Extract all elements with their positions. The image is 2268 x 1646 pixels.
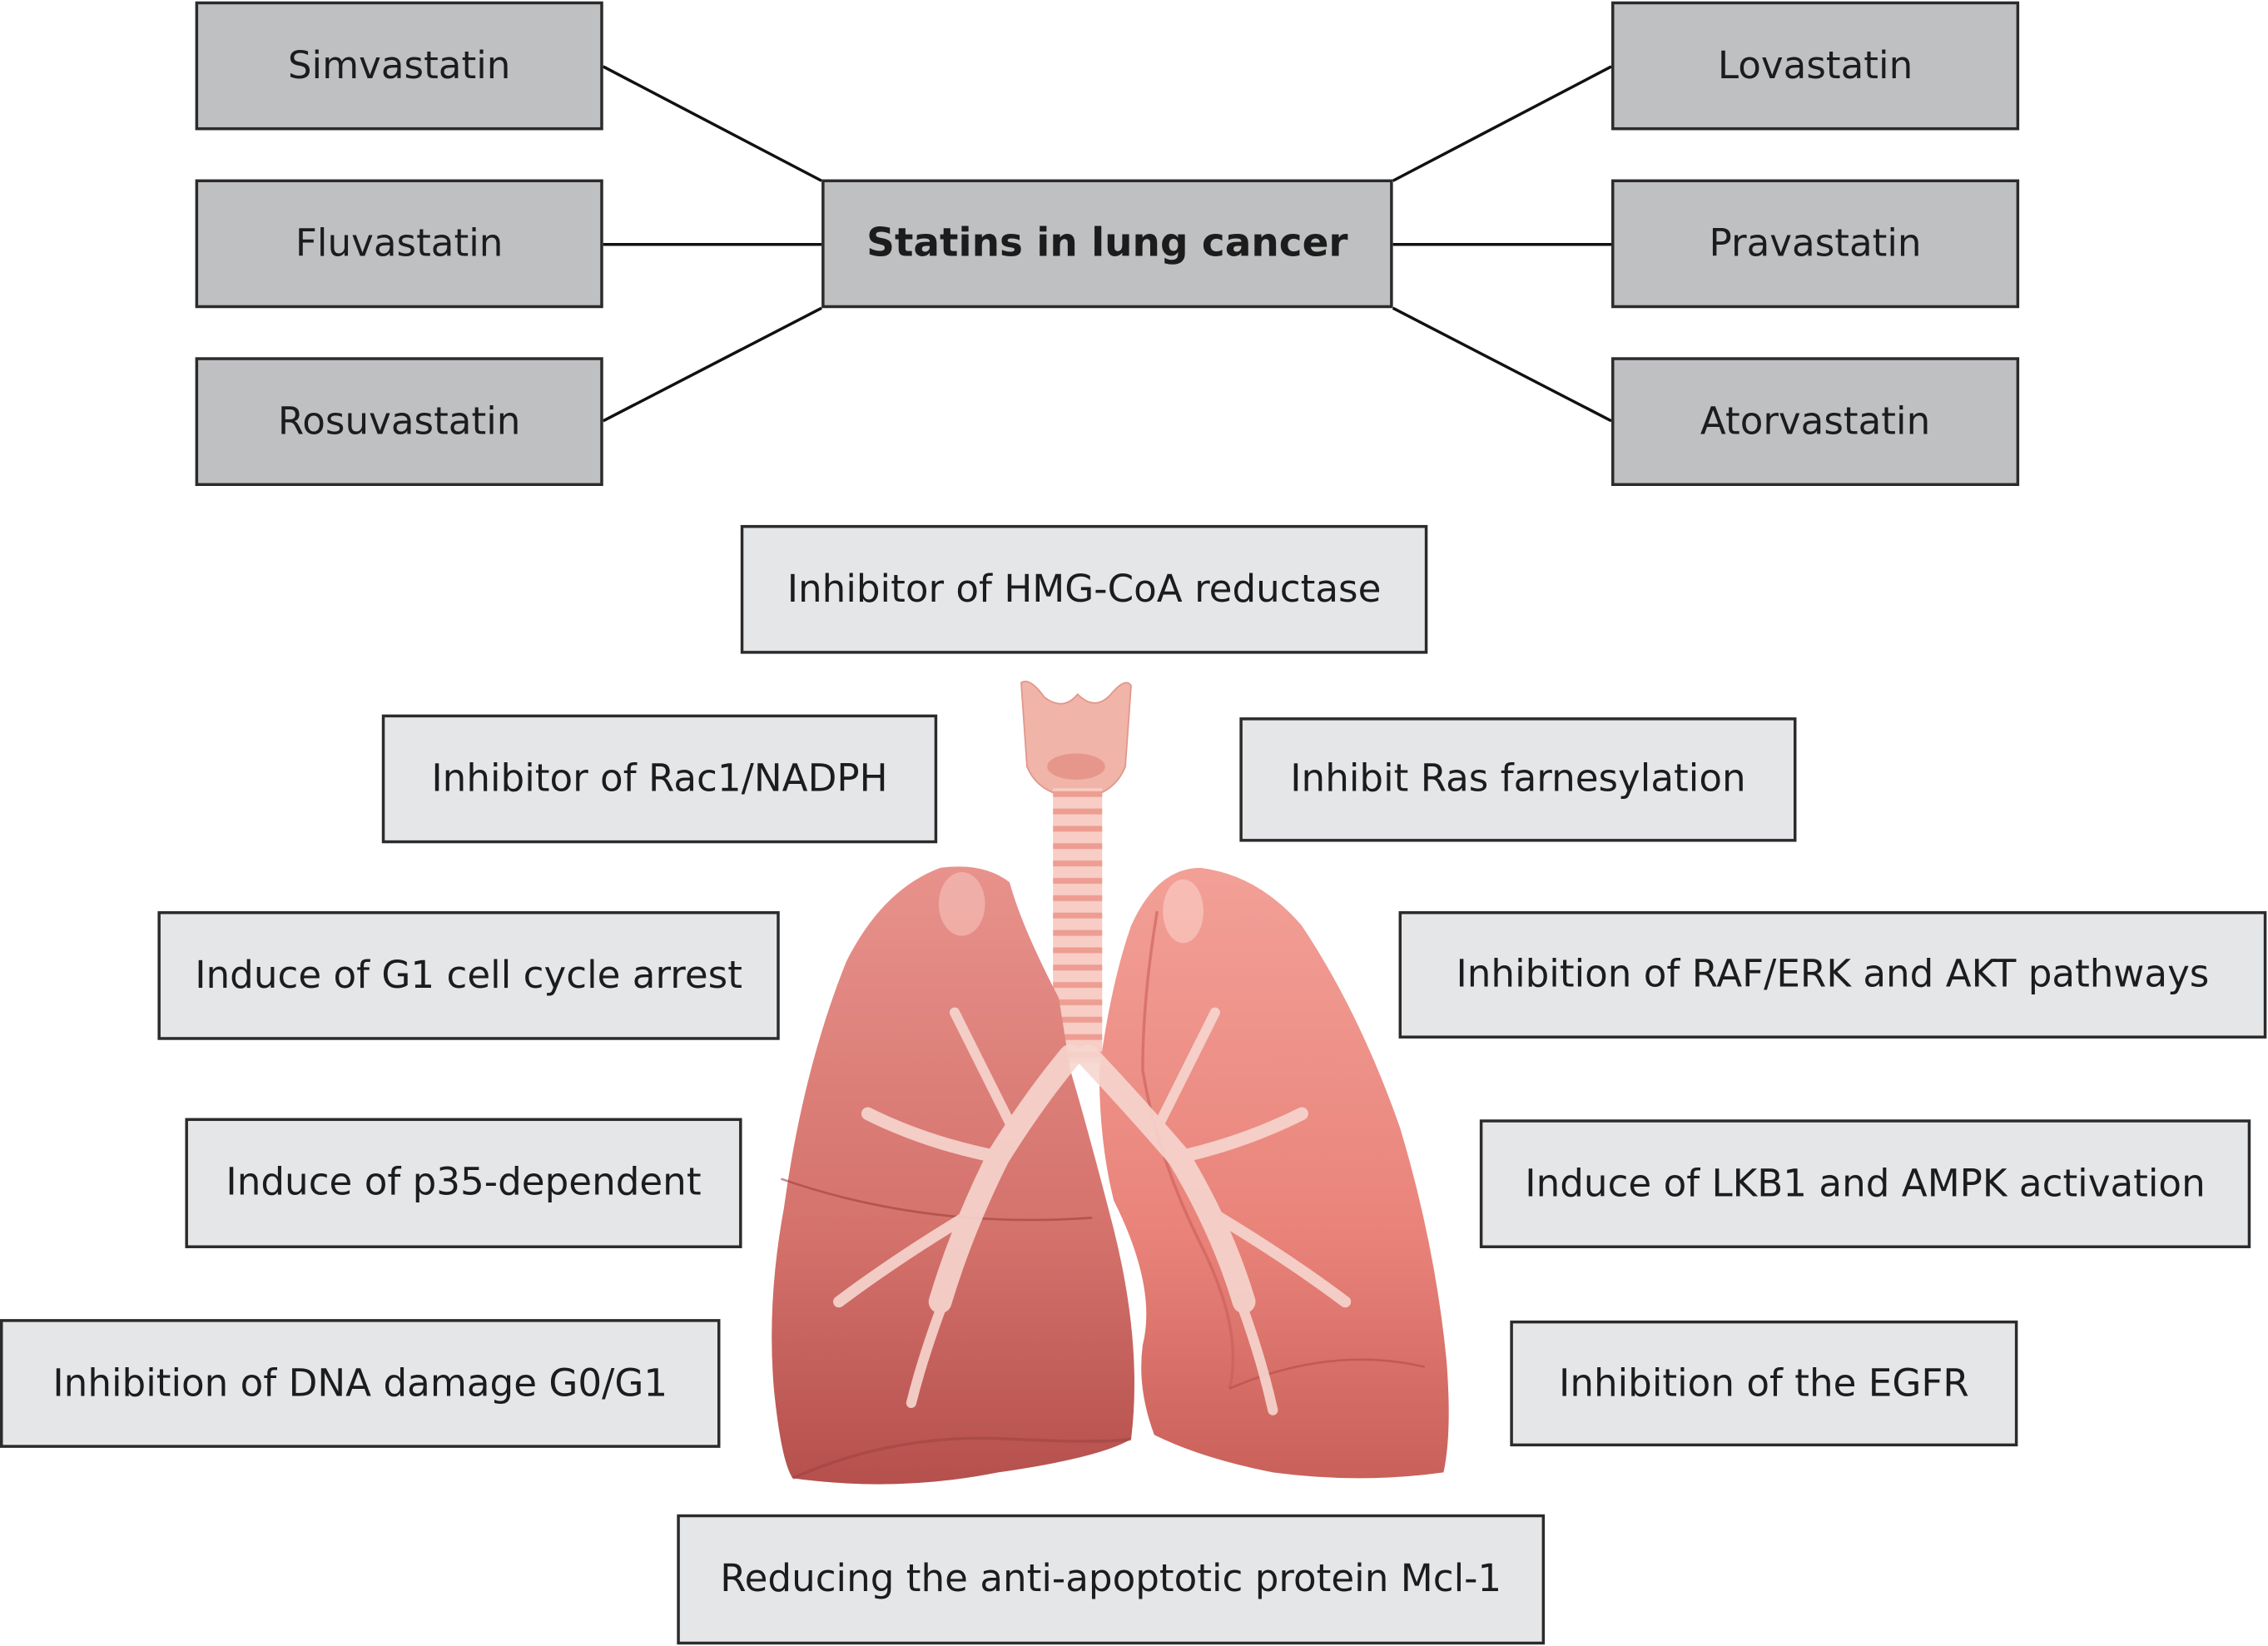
effect-mcl1: Reducing the anti-apoptotic protein Mcl-…: [677, 1514, 1546, 1645]
statin-label: Fluvastatin: [295, 221, 504, 265]
statin-label: Simvastatin: [287, 44, 511, 88]
effect-hmg-coa: Inhibitor of HMG-CoA reductase: [740, 524, 1428, 654]
statin-pravastatin: Pravastatin: [1611, 179, 2020, 309]
statin-label: Lovastatin: [1717, 44, 1913, 88]
effect-lkb1: Induce of LKB1 and AMPK activation: [1479, 1119, 2251, 1248]
statin-fluvastatin: Fluvastatin: [195, 179, 603, 309]
statin-label: Atorvastatin: [1700, 399, 1931, 444]
statin-atorvastatin: Atorvastatin: [1611, 357, 2020, 487]
effect-raf-erk: Inhibition of RAF/ERK and AKT pathways: [1398, 911, 2267, 1039]
statin-rosuvastatin: Rosuvastatin: [195, 357, 603, 487]
center-title: Statins in lung cancer: [866, 221, 1348, 266]
statin-label: Rosuvastatin: [277, 399, 521, 444]
effect-label: Inhibitor of Rac1/NADPH: [431, 756, 888, 801]
effect-egfr: Inhibition of the EGFR: [1510, 1320, 2018, 1447]
effect-label: Reducing the anti-apoptotic protein Mcl-…: [720, 1557, 1502, 1602]
center-title-box: Statins in lung cancer: [821, 179, 1393, 309]
effect-ras: Inhibit Ras farnesylation: [1239, 717, 1797, 842]
effect-label: Inhibitor of HMG-CoA reductase: [787, 568, 1382, 612]
effect-g1-arrest: Induce of G1 cell cycle arrest: [157, 911, 780, 1040]
effect-label: Inhibition of the EGFR: [1559, 1361, 1969, 1406]
effect-p35: Induce of p35-dependent: [185, 1118, 742, 1248]
effect-dna-damage: Inhibition of DNA damage G0/G1: [0, 1319, 721, 1448]
effect-label: Induce of LKB1 and AMPK activation: [1525, 1162, 2206, 1206]
effect-label: Inhibition of DNA damage G0/G1: [52, 1361, 668, 1406]
statin-lovastatin: Lovastatin: [1611, 1, 2020, 131]
statin-simvastatin: Simvastatin: [195, 1, 603, 131]
statin-label: Pravastatin: [1709, 221, 1922, 265]
effect-label: Inhibit Ras farnesylation: [1290, 757, 1746, 801]
effect-label: Induce of p35-dependent: [226, 1161, 702, 1205]
effect-label: Induce of G1 cell cycle arrest: [195, 954, 742, 998]
effect-label: Inhibition of RAF/ERK and AKT pathways: [1456, 953, 2210, 997]
effect-rac1: Inhibitor of Rac1/NADPH: [381, 714, 938, 844]
